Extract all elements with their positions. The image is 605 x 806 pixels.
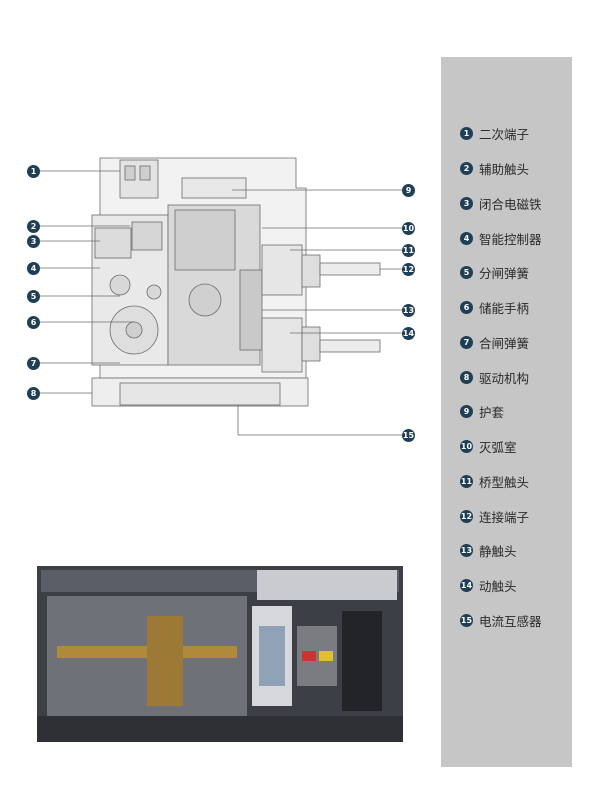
callout-11: 11 <box>402 244 415 257</box>
legend-label: 电流互感器 <box>479 613 542 629</box>
legend-number: 3 <box>460 196 473 210</box>
callout-2: 2 <box>27 220 40 233</box>
legend-number: 11 <box>460 474 473 488</box>
callout-10: 10 <box>402 222 415 235</box>
legend-label: 闭合电磁铁 <box>479 196 542 212</box>
legend-item: 5 分闸弹簧 <box>460 263 529 281</box>
legend-item: 6 储能手柄 <box>460 298 529 316</box>
legend-label: 二次端子 <box>479 126 530 142</box>
legend-number: 9 <box>460 404 473 418</box>
callout-15: 15 <box>402 429 415 442</box>
legend-label: 灭弧室 <box>479 439 517 455</box>
legend-item: 11 桥型触头 <box>460 472 529 490</box>
callout-8: 8 <box>27 387 40 400</box>
callout-13: 13 <box>402 304 415 317</box>
legend-label: 辅助触头 <box>479 161 530 177</box>
legend-label: 动触头 <box>479 578 517 594</box>
legend-number: 7 <box>460 335 473 349</box>
legend-number: 14 <box>460 578 473 592</box>
legend-number: 15 <box>460 613 473 627</box>
legend-item: 7 合闸弹簧 <box>460 333 529 351</box>
legend-label: 智能控制器 <box>479 231 542 247</box>
legend-number: 13 <box>460 543 473 557</box>
callout-3: 3 <box>27 235 40 248</box>
legend-item: 12 连接端子 <box>460 507 529 525</box>
callout-9: 9 <box>402 184 415 197</box>
legend-item: 3 闭合电磁铁 <box>460 194 542 212</box>
legend-number: 5 <box>460 265 473 279</box>
legend-label: 静触头 <box>479 543 517 559</box>
callout-4: 4 <box>27 262 40 275</box>
legend-number: 1 <box>460 126 473 140</box>
legend-number: 4 <box>460 231 473 245</box>
legend-item: 8 驱动机构 <box>460 368 529 386</box>
callout-14: 14 <box>402 327 415 340</box>
legend-item: 14 动触头 <box>460 576 517 594</box>
legend-item: 1 二次端子 <box>460 124 529 142</box>
callout-1: 1 <box>27 165 40 178</box>
legend-label: 桥型触头 <box>479 474 530 490</box>
callout-7: 7 <box>27 357 40 370</box>
legend-number: 6 <box>460 300 473 314</box>
legend-item: 13 静触头 <box>460 541 517 559</box>
legend-number: 12 <box>460 509 473 523</box>
legend-item: 9 护套 <box>460 402 504 420</box>
callout-5: 5 <box>27 290 40 303</box>
legend-number: 2 <box>460 161 473 175</box>
legend-item: 2 辅助触头 <box>460 159 529 177</box>
legend-label: 储能手柄 <box>479 300 530 316</box>
legend-item: 10 灭弧室 <box>460 437 517 455</box>
legend-item: 15 电流互感器 <box>460 611 542 629</box>
callout-6: 6 <box>27 316 40 329</box>
legend-label: 分闸弹簧 <box>479 265 530 281</box>
callout-12: 12 <box>402 263 415 276</box>
legend-number: 8 <box>460 370 473 384</box>
breaker-internal-photo <box>37 566 403 742</box>
legend-label: 连接端子 <box>479 509 530 525</box>
legend-label: 驱动机构 <box>479 370 530 386</box>
legend-item: 4 智能控制器 <box>460 229 542 247</box>
legend-number: 10 <box>460 439 473 453</box>
legend-label: 护套 <box>479 404 505 420</box>
legend-label: 合闸弹簧 <box>479 335 530 351</box>
